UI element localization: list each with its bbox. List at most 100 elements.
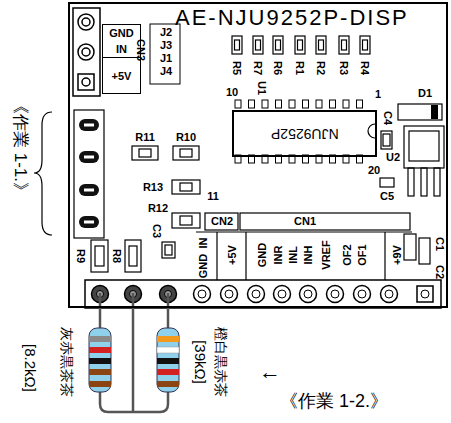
capacitor-footprint xyxy=(404,234,416,260)
chip-marking: NJU9252P xyxy=(271,126,339,142)
pin-name: INR xyxy=(272,246,284,265)
chip-notch xyxy=(368,124,375,138)
resistor-8k2 xyxy=(89,328,111,392)
part-label: R3 xyxy=(338,61,350,75)
part-label: R8 xyxy=(111,249,123,263)
regulator-leg xyxy=(408,168,414,196)
chip-pin xyxy=(357,100,363,108)
resistor-lead xyxy=(132,293,135,412)
jumper-frame xyxy=(74,110,104,238)
resistor-footprint xyxy=(253,36,263,54)
color-band xyxy=(157,381,179,387)
chip-pin xyxy=(262,100,268,108)
header-pad xyxy=(381,286,398,303)
board-title: AE-NJU9252P-DISP xyxy=(175,5,409,31)
jumper-pad-gap xyxy=(84,125,94,222)
part-label: C2 xyxy=(434,265,446,279)
header-pad-hole xyxy=(225,290,233,298)
part-label: 11 xyxy=(207,190,219,202)
part-label: R6 xyxy=(272,61,284,75)
pcb-board: AE-NJU9252P-DISPGNDIN+5VNJU9252P xyxy=(68,2,448,308)
part-label: 1 xyxy=(375,88,381,100)
terminal-screw xyxy=(82,18,90,26)
header-pad-hole xyxy=(198,290,206,298)
connector-outline xyxy=(240,213,410,230)
part-label: R12 xyxy=(148,202,168,214)
color-band xyxy=(157,369,179,375)
resistor-footprint xyxy=(172,180,200,194)
header-pads xyxy=(92,286,434,303)
resistor-footprint xyxy=(132,146,158,160)
part-label: R13 xyxy=(143,181,163,193)
work-note: 《作業 1-1.》 xyxy=(11,97,30,199)
resistor-footprint xyxy=(339,36,349,54)
resistor-footprints xyxy=(232,36,370,54)
header-pad-hole xyxy=(278,290,286,298)
capacitor-footprint xyxy=(419,238,430,264)
part-label: J3 xyxy=(160,39,172,51)
resistor-footprint xyxy=(273,36,283,54)
part-label: R7 xyxy=(252,61,264,75)
resistor-body xyxy=(157,328,179,392)
chip-pin xyxy=(330,100,336,108)
pin-name: GND xyxy=(103,25,140,41)
header-pad xyxy=(327,286,344,303)
diode-band xyxy=(431,105,438,119)
regulator-body xyxy=(404,126,444,168)
silkscreen-line xyxy=(196,232,412,280)
header-pad xyxy=(248,286,265,303)
chip-pin xyxy=(249,100,255,108)
resistor-footprint xyxy=(256,40,261,50)
ic-chip: NJU9252P xyxy=(232,110,377,157)
part-label: R11 xyxy=(135,131,155,143)
regulator-leg xyxy=(421,168,427,196)
resistor-footprint xyxy=(95,246,104,266)
connector-outline xyxy=(205,213,238,230)
work-note: [8.2kΩ] xyxy=(22,344,39,392)
resistor-footprint xyxy=(172,213,200,228)
resistor-footprint xyxy=(125,240,141,272)
resistor-footprint xyxy=(180,183,192,191)
work-note: 灰赤黒茶茶 xyxy=(58,327,73,397)
connector-label-box: GNDIN+5V xyxy=(102,24,141,94)
pin-name: GND xyxy=(197,254,209,278)
header-pad-hole xyxy=(385,290,393,298)
resistor-body xyxy=(89,328,111,392)
pin-name: OF1 xyxy=(356,244,368,265)
pin-name: +9V xyxy=(391,245,403,265)
header-pad-square xyxy=(417,286,433,302)
resistor-footprint xyxy=(232,36,242,54)
header-pad xyxy=(354,286,371,303)
part-label: U2 xyxy=(386,151,400,163)
terminal-screw xyxy=(82,78,90,86)
pin-name: GND xyxy=(256,243,268,267)
color-band xyxy=(89,336,111,342)
chip-pin xyxy=(235,100,241,108)
pin-name: +5V xyxy=(103,58,140,93)
jumper-frame xyxy=(150,24,180,84)
resistor-footprint xyxy=(316,36,326,54)
resistor-footprint xyxy=(235,40,240,50)
chip-pin xyxy=(276,100,282,108)
part-label: R1 xyxy=(294,61,306,75)
terminal-screw xyxy=(78,44,94,60)
header-pad-hole xyxy=(421,290,429,298)
terminal-screw xyxy=(78,14,94,30)
resistor-footprint xyxy=(139,149,151,157)
resistor-footprint xyxy=(129,246,137,266)
resistor-39k xyxy=(157,328,179,392)
resistor-footprint xyxy=(273,36,283,54)
chip-pin xyxy=(289,100,295,108)
terminal-square xyxy=(78,74,94,90)
capacitor-footprint xyxy=(381,131,392,149)
part-label: R10 xyxy=(176,131,196,143)
pin-name: IN xyxy=(103,41,140,58)
part-label: R5 xyxy=(231,61,243,75)
header-pad-hole xyxy=(252,290,260,298)
terminal-screw xyxy=(82,48,90,56)
work-note: [39kΩ] xyxy=(192,340,209,384)
resistor-footprint xyxy=(339,36,349,54)
resistor-footprint xyxy=(298,40,303,50)
capacitor-footprint xyxy=(162,242,175,258)
header-pad xyxy=(300,286,317,303)
